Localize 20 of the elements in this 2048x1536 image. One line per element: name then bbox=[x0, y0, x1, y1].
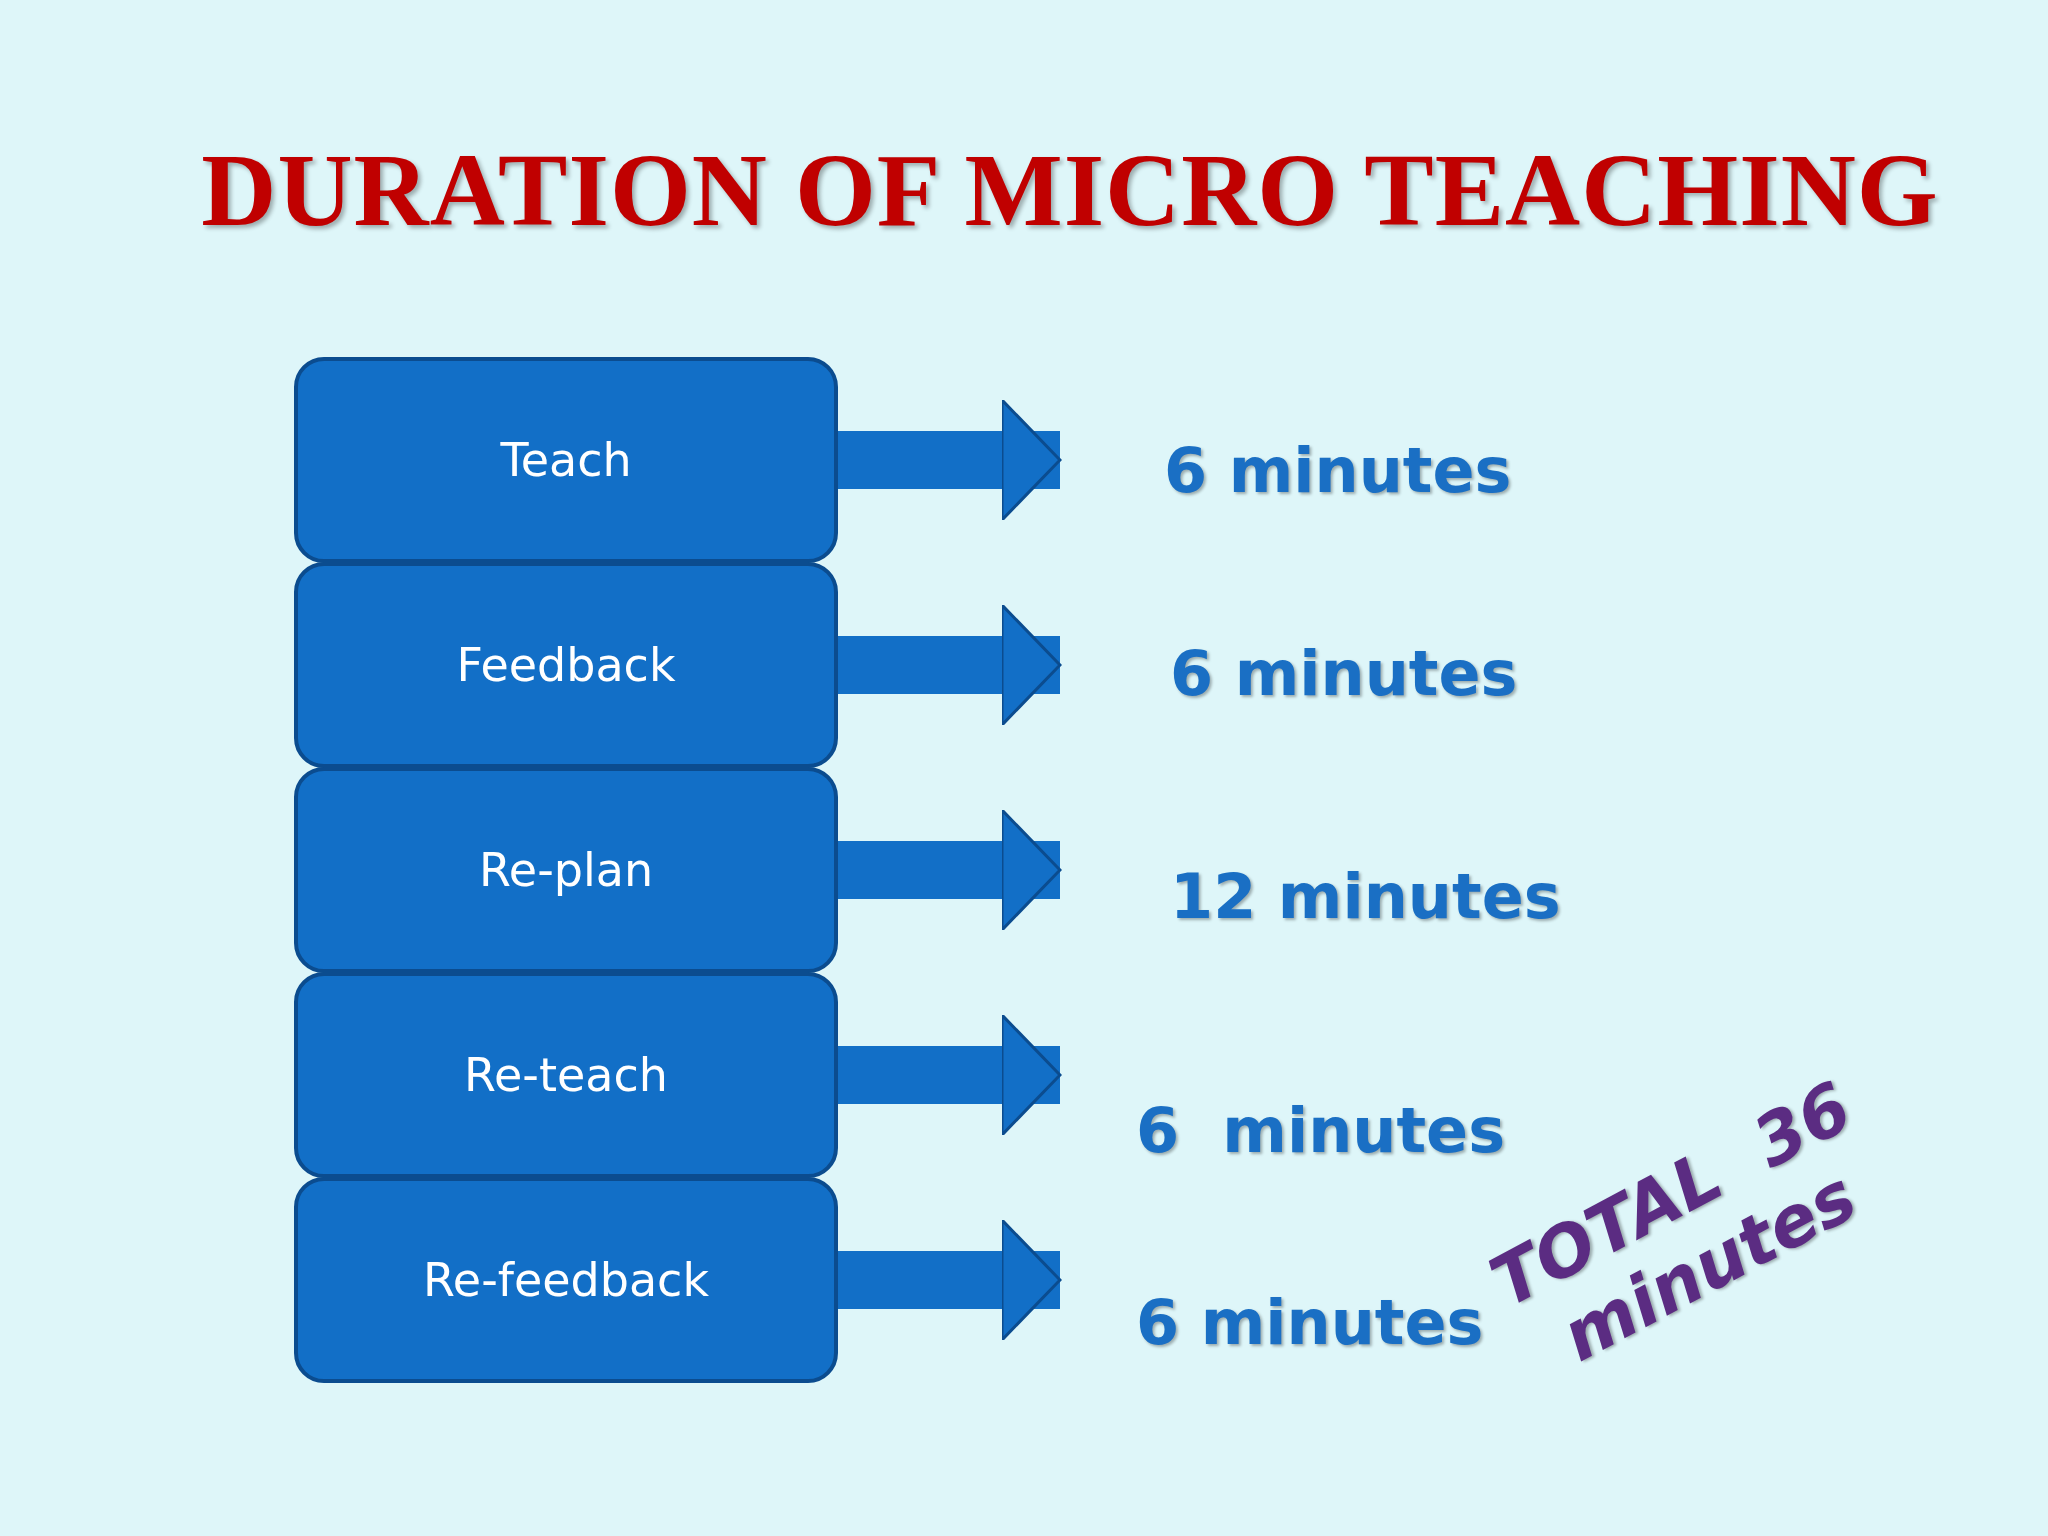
duration-text: 6 minutes bbox=[1136, 1093, 1506, 1167]
duration-text: 12 minutes bbox=[1170, 859, 1561, 933]
step-label: Feedback bbox=[456, 638, 676, 692]
block-arrow bbox=[838, 1013, 1062, 1137]
process-box bbox=[294, 357, 838, 563]
title: DURATION OF MICRO TEACHING bbox=[200, 131, 1940, 249]
process-box bbox=[294, 767, 838, 973]
process-box bbox=[294, 972, 838, 1178]
step-label: Re-feedback bbox=[422, 1253, 710, 1307]
block-arrow bbox=[838, 808, 1062, 932]
block-arrow bbox=[838, 398, 1062, 522]
step-label: Re-plan bbox=[478, 843, 654, 897]
step-label: Teach bbox=[500, 433, 632, 487]
duration-text: 6 minutes bbox=[1136, 1285, 1484, 1359]
process-box bbox=[294, 1177, 838, 1383]
process-box bbox=[294, 562, 838, 768]
step-label: Re-teach bbox=[464, 1048, 668, 1102]
duration-text: 6 minutes bbox=[1164, 433, 1512, 507]
duration-text: 6 minutes bbox=[1170, 636, 1518, 710]
block-arrow bbox=[838, 603, 1062, 727]
